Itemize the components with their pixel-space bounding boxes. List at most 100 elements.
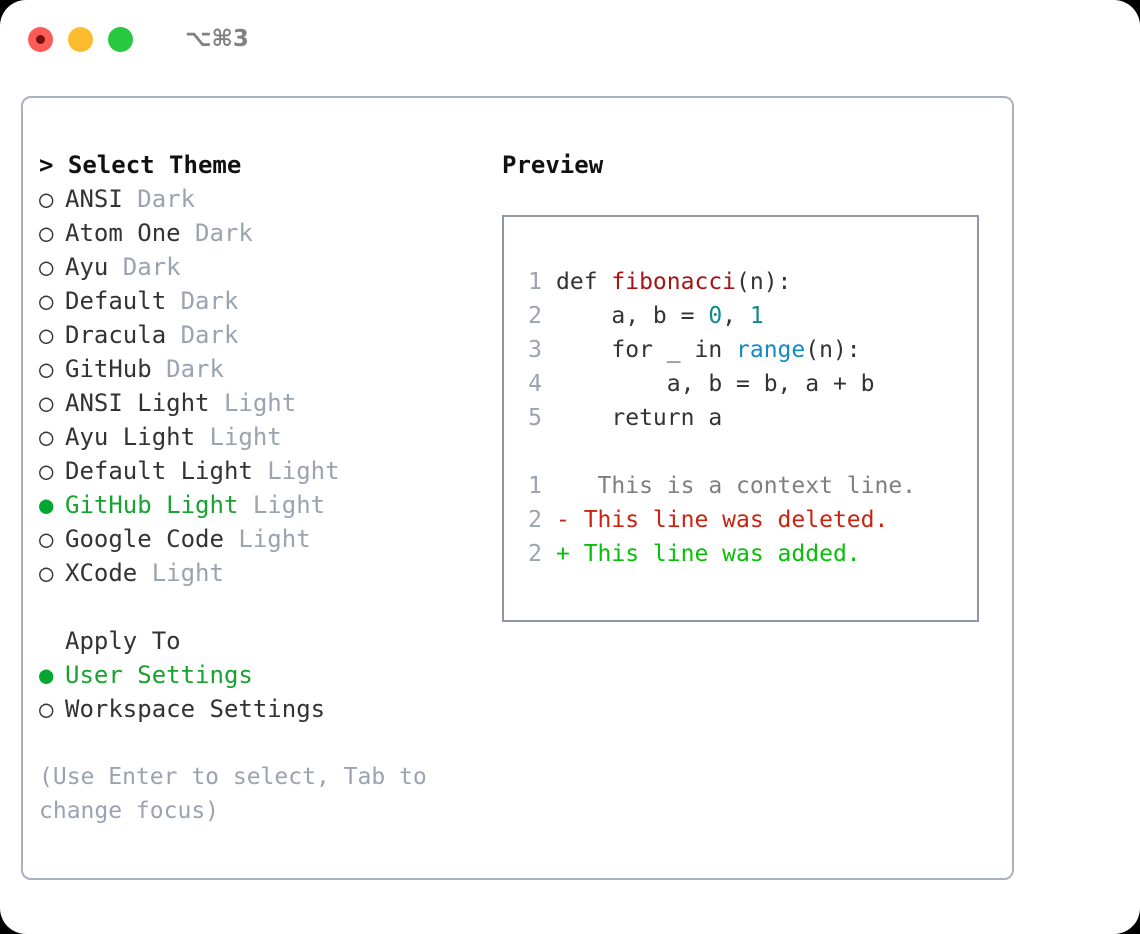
theme-option-github[interactable]: ○ GitHub Dark xyxy=(39,352,479,386)
code-line-text: a, b = b, a + b xyxy=(556,367,875,401)
code-line-number: 2 xyxy=(528,303,542,329)
code-token-plain: , xyxy=(722,303,750,329)
diff-preview-block: 1 This is a context line.2- This line wa… xyxy=(504,469,977,571)
code-line-text: for _ in range(n): xyxy=(556,333,860,367)
theme-option-ansi[interactable]: ○ ANSI Dark xyxy=(39,182,479,216)
title-bar: ⌥⌘3 xyxy=(0,0,1140,78)
code-line: 2 a, b = 0, 1 xyxy=(504,299,977,333)
code-line: 4 a, b = b, a + b xyxy=(504,367,977,401)
theme-option-variant: Dark xyxy=(195,219,253,247)
theme-option-variant: Light xyxy=(267,457,340,485)
radio-unselected-icon: ○ xyxy=(39,525,68,553)
main-panel: > Select Theme ○ ANSI Dark○ Atom One Dar… xyxy=(21,96,1014,880)
theme-option-variant: Light xyxy=(223,389,297,417)
theme-option-label: ANSI xyxy=(65,185,138,213)
theme-option-ayu[interactable]: ○ Ayu Dark xyxy=(39,250,479,284)
theme-option-label: Ayu xyxy=(65,253,123,281)
theme-option-dracula[interactable]: ○ Dracula Dark xyxy=(39,318,479,352)
theme-option-variant: Light xyxy=(209,423,282,451)
theme-option-variant: Light xyxy=(238,525,311,553)
theme-option-xcode[interactable]: ○ XCode Light xyxy=(39,556,479,590)
select-theme-label: Select Theme xyxy=(67,151,242,179)
code-token-num: 1 xyxy=(749,303,764,329)
radio-selected-icon: ● xyxy=(39,491,68,519)
theme-selector-column: > Select Theme ○ ANSI Dark○ Atom One Dar… xyxy=(39,148,479,828)
theme-option-label: Dracula xyxy=(65,321,181,349)
diff-line-text: - This line was deleted. xyxy=(556,507,889,533)
code-token-plain: (n): xyxy=(736,269,792,295)
theme-option-label: XCode xyxy=(65,559,152,587)
code-line-number: 1 xyxy=(528,269,542,295)
apply-to-option-label: User Settings xyxy=(65,661,253,689)
apply-to-option-label: Workspace Settings xyxy=(65,695,326,723)
apply-to-option-workspace-settings[interactable]: ○ Workspace Settings xyxy=(39,692,479,726)
theme-option-label: Default Light xyxy=(65,457,268,485)
close-icon[interactable] xyxy=(28,26,53,52)
hint-text: (Use Enter to select, Tab to change focu… xyxy=(39,764,441,824)
theme-option-atom-one[interactable]: ○ Atom One Dark xyxy=(39,216,479,250)
theme-option-ansi-light[interactable]: ○ ANSI Light Light xyxy=(39,386,479,420)
theme-option-label: Atom One xyxy=(65,219,196,247)
theme-option-variant: Dark xyxy=(137,185,196,213)
theme-option-variant: Light xyxy=(252,491,326,519)
select-theme-heading: > Select Theme xyxy=(39,148,479,182)
code-token-plain: def xyxy=(556,269,612,295)
theme-option-variant: Dark xyxy=(180,287,239,315)
theme-option-variant: Dark xyxy=(166,355,224,383)
preview-heading: Preview xyxy=(502,151,604,179)
maximize-icon[interactable] xyxy=(108,26,133,52)
theme-option-label: Ayu Light xyxy=(65,423,210,451)
code-diff-spacer xyxy=(504,435,977,469)
code-line-number: 4 xyxy=(528,371,542,397)
radio-unselected-icon: ○ xyxy=(39,321,68,349)
theme-option-github-light[interactable]: ● GitHub Light Light xyxy=(39,488,479,522)
theme-option-variant: Light xyxy=(151,559,224,587)
radio-unselected-icon: ○ xyxy=(39,185,68,213)
theme-option-default-light[interactable]: ○ Default Light Light xyxy=(39,454,479,488)
theme-option-ayu-light[interactable]: ○ Ayu Light Light xyxy=(39,420,479,454)
code-line: 5 return a xyxy=(504,401,977,435)
code-token-plain: for _ in xyxy=(556,337,737,363)
theme-option-label: ANSI Light xyxy=(65,389,224,417)
prompt-caret-icon: > xyxy=(39,151,68,179)
keyboard-shortcut-label: ⌥⌘3 xyxy=(185,26,249,52)
diff-line-number: 1 xyxy=(528,473,542,499)
code-line-number: 5 xyxy=(528,405,542,431)
theme-option-variant: Dark xyxy=(122,253,181,281)
apply-to-list: ● User Settings○ Workspace Settings xyxy=(39,658,479,726)
minimize-icon[interactable] xyxy=(68,26,93,52)
radio-selected-icon: ● xyxy=(39,661,68,689)
theme-option-label: Google Code xyxy=(65,525,239,553)
code-token-call: range xyxy=(736,337,806,363)
radio-unselected-icon: ○ xyxy=(39,423,68,451)
radio-unselected-icon: ○ xyxy=(39,559,68,587)
diff-line-number: 2 xyxy=(528,507,542,533)
code-line-text: def fibonacci(n): xyxy=(556,265,791,299)
code-line-number: 3 xyxy=(528,337,542,363)
radio-unselected-icon: ○ xyxy=(39,695,68,723)
diff-line-added: 2+ This line was added. xyxy=(504,537,977,571)
radio-unselected-icon: ○ xyxy=(39,457,68,485)
theme-option-google-code[interactable]: ○ Google Code Light xyxy=(39,522,479,556)
diff-line-number: 2 xyxy=(528,541,542,567)
code-token-fn: fibonacci xyxy=(611,269,737,295)
theme-option-variant: Dark xyxy=(180,321,239,349)
code-token-plain: return a xyxy=(556,405,723,431)
radio-unselected-icon: ○ xyxy=(39,219,68,247)
code-line-text: return a xyxy=(556,401,722,435)
radio-unselected-icon: ○ xyxy=(39,355,68,383)
apply-to-heading: Apply To xyxy=(65,627,181,655)
theme-option-label: GitHub Light xyxy=(65,491,253,519)
diff-line-deleted: 2 - This line was deleted. xyxy=(504,503,977,537)
code-token-plain: a, b = b, a + b xyxy=(556,371,875,397)
theme-option-label: Default xyxy=(65,287,181,315)
code-token-num: 0 xyxy=(708,303,723,329)
theme-option-default[interactable]: ○ Default Dark xyxy=(39,284,479,318)
apply-to-option-user-settings[interactable]: ● User Settings xyxy=(39,658,479,692)
radio-unselected-icon: ○ xyxy=(39,253,68,281)
theme-list: ○ ANSI Dark○ Atom One Dark○ Ayu Dark○ De… xyxy=(39,182,479,590)
traffic-light-controls xyxy=(28,26,133,52)
